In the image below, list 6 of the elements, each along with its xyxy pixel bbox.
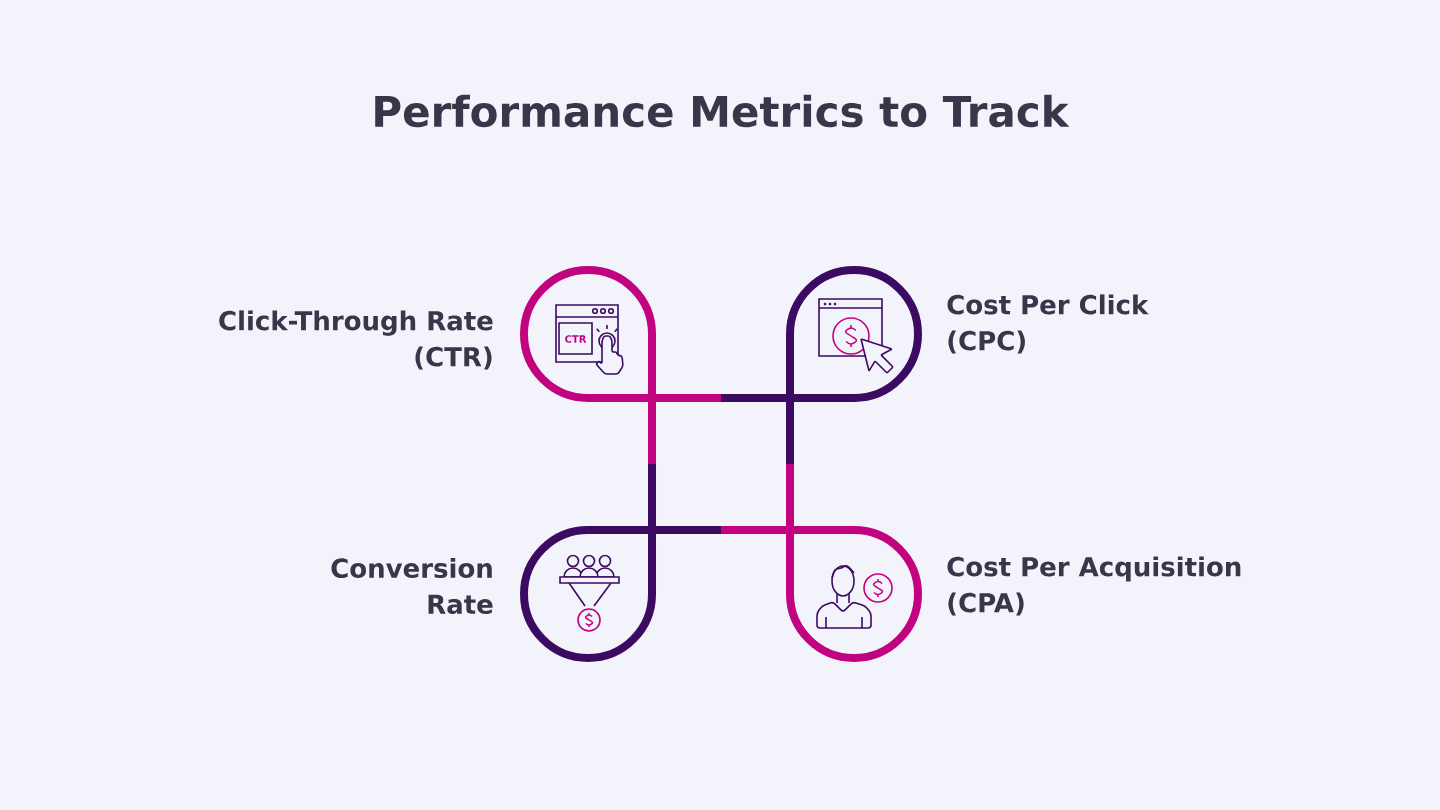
metric-label: Conversion Rate <box>331 557 493 615</box>
metric-label: Click-Through Rate (CTR) <box>219 310 493 370</box>
title: Performance Metrics to Track <box>375 94 1070 128</box>
metric-label: Cost Per Click (CPC) <box>947 294 1149 354</box>
icon-text: CTR <box>565 335 587 343</box>
metric-label: Cost Per Acquisition (CPA) <box>947 556 1241 616</box>
